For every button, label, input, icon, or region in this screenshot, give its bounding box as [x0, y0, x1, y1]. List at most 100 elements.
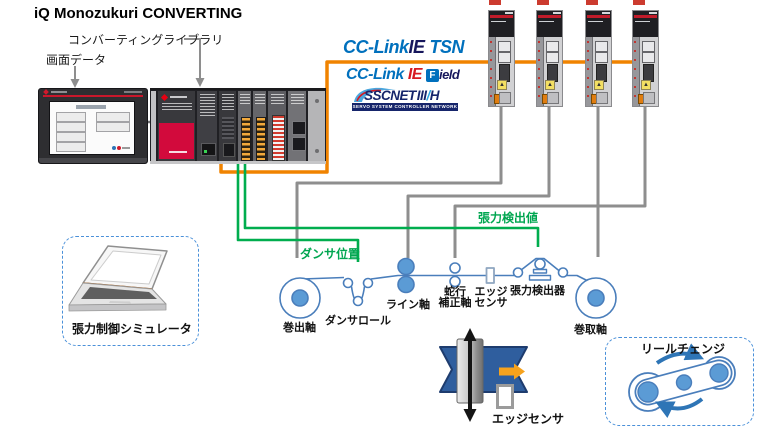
servo-top-mark [586, 0, 598, 5]
hmi-screen-button [56, 132, 86, 142]
unwind-label: 巻出軸 [283, 322, 316, 334]
hmi-bezel-foot [39, 158, 147, 163]
hmi-accent-line [43, 95, 143, 97]
network-cable-orange [219, 60, 648, 174]
dancer-roll-label: ダンサロール [325, 315, 391, 327]
sscnet-logo: SSCNETIII/H SERVO SYSTEM CONTROLLER NETW… [352, 87, 464, 111]
plc-eth-port-2 [292, 137, 306, 151]
ie-text: IE [408, 37, 426, 57]
reel-change-box [605, 337, 754, 426]
plc-io1-text [240, 94, 250, 104]
page-title: iQ Monozukuri CONVERTING [34, 5, 243, 22]
field-text: ield [438, 67, 460, 82]
hmi-screen-button [96, 112, 130, 122]
plc-network-vents [222, 117, 234, 139]
cclink-text: CC-Link [343, 37, 409, 57]
plc-io2-text [255, 94, 265, 104]
ie-text: IE [407, 66, 423, 83]
tension-value-label: 張力検出値 [478, 211, 539, 225]
hmi-model-text [124, 91, 142, 93]
plc-power-text [162, 103, 192, 111]
plc-io1-terminal [241, 117, 251, 161]
simulator-box [62, 236, 199, 346]
plc-power-label [169, 151, 187, 153]
servo-cable-line-shaft [406, 104, 551, 258]
screen-data-arrow [70, 66, 80, 88]
edge-label-line2: センサ [474, 296, 508, 309]
servo-top-mark [489, 0, 501, 5]
sscnet-iii: III [416, 88, 427, 103]
servo-cables-gray [295, 104, 647, 258]
plc-network-module [218, 90, 237, 162]
reel-change-drawing [628, 343, 736, 418]
servo-amplifier-3: ▲ [585, 10, 612, 107]
hmi-panel [38, 88, 148, 164]
meander-label-line2: 補正軸 [438, 296, 472, 309]
plc-base-edge [150, 90, 157, 162]
rewind-roll [575, 277, 617, 319]
rewind-label: 巻取軸 [574, 324, 607, 336]
plc-power-red-cover [159, 123, 194, 159]
signal-lines-green [236, 158, 540, 262]
simulator-label: 張力制御シミュレータ [72, 322, 192, 336]
tension-detector-label: 張力検出器 [510, 285, 565, 297]
servo-amplifier-4: ▲ [632, 10, 659, 107]
plc-eth-port-1 [292, 121, 306, 135]
unwind-roll [279, 277, 321, 319]
edge-sensor-detail-box [496, 384, 514, 409]
plc-analog-text [271, 94, 284, 104]
laptop-keyboard [81, 287, 157, 299]
edge-label-line1: エッジ [474, 286, 508, 298]
sscnet-name: SSCNET [364, 88, 416, 103]
web-direction-arrow [499, 363, 525, 380]
servo-cable-unwind [295, 104, 503, 258]
edge-sensor-detail-label: エッジセンサ [492, 412, 565, 426]
sscnet-tagline: SERVO SYSTEM CONTROLLER NETWORK [352, 103, 458, 111]
plc-rack [150, 88, 326, 164]
cclink-text: CC-Link [346, 66, 404, 83]
servo-top-mark [537, 0, 549, 5]
plc-io-module-1 [237, 90, 252, 162]
edge-sensor-inline [485, 267, 495, 284]
line-shaft-label: ライン軸 [386, 299, 430, 311]
plc-network-connector [223, 143, 235, 157]
machine-line [279, 257, 617, 319]
rotate-arrow-top [655, 343, 705, 365]
library-callout: コンバーティングライブラリ [68, 33, 224, 47]
hmi-brand-text [51, 91, 67, 93]
meander-label-line1: 蛇行 [444, 286, 466, 298]
rotate-arrow-bottom [655, 397, 704, 418]
plc-network-text [222, 94, 234, 110]
tsn-text: TSN [429, 37, 465, 57]
hmi-brand-diamond-icon [43, 89, 49, 95]
plc-cpu-ethernet-port [201, 143, 216, 156]
plc-screw [315, 99, 319, 103]
web-detail [439, 328, 528, 422]
plc-power-module [157, 90, 196, 162]
laptop [68, 245, 168, 312]
mitsubishi-diamond-icon [160, 93, 169, 102]
hmi-screen-button [56, 122, 86, 132]
web-path [301, 276, 345, 280]
hmi-screen-header [76, 105, 106, 109]
meander-label: 蛇行 補正軸 [436, 287, 474, 308]
vertical-move-arrow [463, 328, 477, 422]
plc-brand-text [170, 96, 187, 98]
plc-screw [315, 149, 319, 153]
hmi-screen-button [56, 112, 86, 122]
plc-cpu-text [200, 94, 215, 118]
meander-rolls [449, 262, 461, 288]
line-shaft-rolls [397, 257, 415, 294]
edge-sensor-inline-label: エッジ センサ [473, 287, 509, 308]
hmi-screen-button [56, 142, 86, 152]
servo-top-mark [633, 0, 645, 5]
plc-analog-module [267, 90, 287, 162]
plc-io-module-2 [252, 90, 267, 162]
sscnet-slash: / [426, 88, 431, 103]
library-arrow [184, 38, 205, 87]
tension-value-line [243, 158, 540, 247]
hmi-screen-logo [112, 146, 130, 151]
tension-detector-shape [512, 258, 569, 281]
dancer-position-label: ダンサ位置 [300, 247, 361, 261]
